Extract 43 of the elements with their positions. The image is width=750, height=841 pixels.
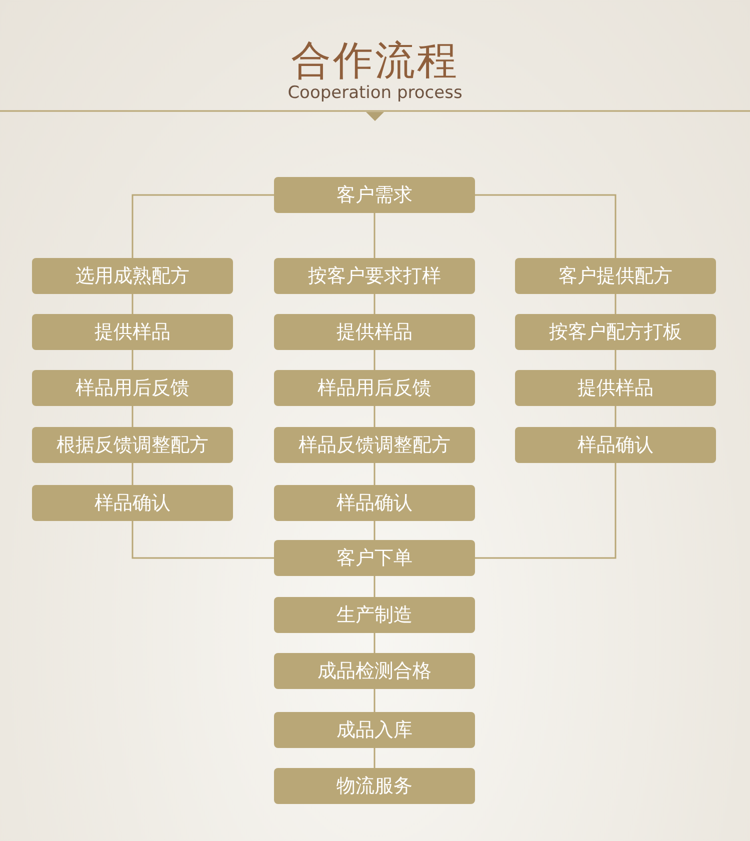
process-box: 客户提供配方: [515, 258, 716, 294]
process-box: 按客户要求打样: [274, 258, 475, 294]
connector-line: [132, 350, 134, 370]
process-box: 成品入库: [274, 712, 475, 748]
connector-line: [475, 194, 616, 258]
title: 合作流程: [290, 37, 460, 85]
process-box: 根据反馈调整配方: [32, 427, 233, 463]
process-box: 物流服务: [274, 768, 475, 804]
connector-line: [614, 350, 616, 370]
connector-line: [132, 294, 134, 314]
process-box: 样品用后反馈: [274, 370, 475, 406]
connector-line: [614, 294, 616, 314]
process-box: 客户需求: [274, 177, 475, 213]
process-box: 生产制造: [274, 597, 475, 633]
connector-line: [374, 521, 376, 540]
connector-line: [614, 406, 616, 427]
process-box: 提供样品: [32, 314, 233, 350]
process-box: 样品反馈调整配方: [274, 427, 475, 463]
connector-line: [374, 576, 376, 597]
connector-line: [374, 463, 376, 485]
process-box: 提供样品: [274, 314, 475, 350]
connector-line: [374, 633, 376, 653]
subtitle: Cooperation process: [286, 82, 464, 104]
connector-line: [132, 463, 134, 485]
process-box: 样品用后反馈: [32, 370, 233, 406]
connector-line: [132, 406, 134, 427]
process-box: 选用成熟配方: [32, 258, 233, 294]
process-box: 样品确认: [515, 427, 716, 463]
connector-line: [374, 689, 376, 712]
connector-line: [374, 294, 376, 314]
process-box: 成品检测合格: [274, 653, 475, 689]
process-box: 提供样品: [515, 370, 716, 406]
process-box: 样品确认: [32, 485, 233, 521]
connector-line: [374, 350, 376, 370]
connector-line: [132, 194, 274, 258]
connector-line: [475, 463, 616, 559]
process-box: 按客户配方打板: [515, 314, 716, 350]
connector-line: [374, 748, 376, 768]
connector-line: [374, 213, 376, 258]
connector-line: [374, 406, 376, 427]
process-box: 样品确认: [274, 485, 475, 521]
connector-line: [132, 521, 274, 559]
process-box: 客户下单: [274, 540, 475, 576]
